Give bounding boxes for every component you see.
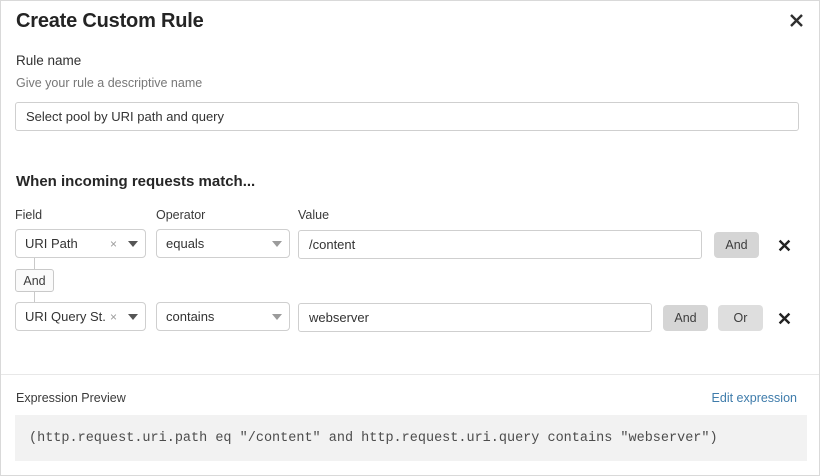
and-button-row-1[interactable]: And bbox=[714, 232, 759, 258]
remove-condition-row-1[interactable] bbox=[773, 234, 795, 256]
column-header-field: Field bbox=[15, 208, 43, 222]
field-select-row-2-value: URI Query St... bbox=[25, 309, 106, 324]
field-select-row-1[interactable]: URI Path × bbox=[15, 229, 146, 258]
or-button-row-2[interactable]: Or bbox=[718, 305, 763, 331]
operator-select-row-2[interactable]: contains bbox=[156, 302, 290, 331]
chevron-down-icon[interactable] bbox=[121, 313, 145, 320]
expression-preview-label: Expression Preview bbox=[16, 391, 126, 405]
chevron-down-icon[interactable] bbox=[121, 240, 145, 247]
clear-icon[interactable]: × bbox=[109, 236, 117, 251]
value-input-row-2[interactable] bbox=[298, 303, 652, 332]
field-select-row-2[interactable]: URI Query St... × bbox=[15, 302, 146, 331]
value-input-row-1[interactable] bbox=[298, 230, 702, 259]
rule-name-hint: Give your rule a descriptive name bbox=[16, 76, 203, 90]
section-divider bbox=[1, 374, 819, 375]
page-title: Create Custom Rule bbox=[16, 10, 204, 32]
rule-name-label: Rule name bbox=[16, 53, 82, 68]
column-header-value: Value bbox=[298, 208, 330, 222]
and-button-row-2[interactable]: And bbox=[663, 305, 708, 331]
connector-line-bottom bbox=[34, 292, 35, 303]
chevron-down-icon[interactable] bbox=[265, 240, 289, 247]
field-select-row-1-value: URI Path bbox=[25, 236, 78, 251]
column-header-operator: Operator bbox=[156, 208, 206, 222]
rule-name-input[interactable] bbox=[15, 102, 799, 131]
chevron-down-icon[interactable] bbox=[265, 313, 289, 320]
close-icon[interactable] bbox=[783, 7, 809, 33]
edit-expression-link[interactable]: Edit expression bbox=[711, 391, 797, 405]
remove-condition-row-2[interactable] bbox=[773, 307, 795, 329]
conditions-heading: When incoming requests match... bbox=[16, 173, 256, 190]
connector-and-chip[interactable]: And bbox=[15, 269, 54, 292]
clear-icon[interactable]: × bbox=[109, 309, 117, 324]
connector-line-top bbox=[34, 258, 35, 270]
expression-preview-text: (http.request.uri.path eq "/content" and… bbox=[29, 430, 718, 446]
expression-preview-box: (http.request.uri.path eq "/content" and… bbox=[15, 415, 807, 461]
operator-select-row-1-value: equals bbox=[166, 236, 205, 251]
operator-select-row-1[interactable]: equals bbox=[156, 229, 290, 258]
operator-select-row-2-value: contains bbox=[166, 309, 215, 324]
